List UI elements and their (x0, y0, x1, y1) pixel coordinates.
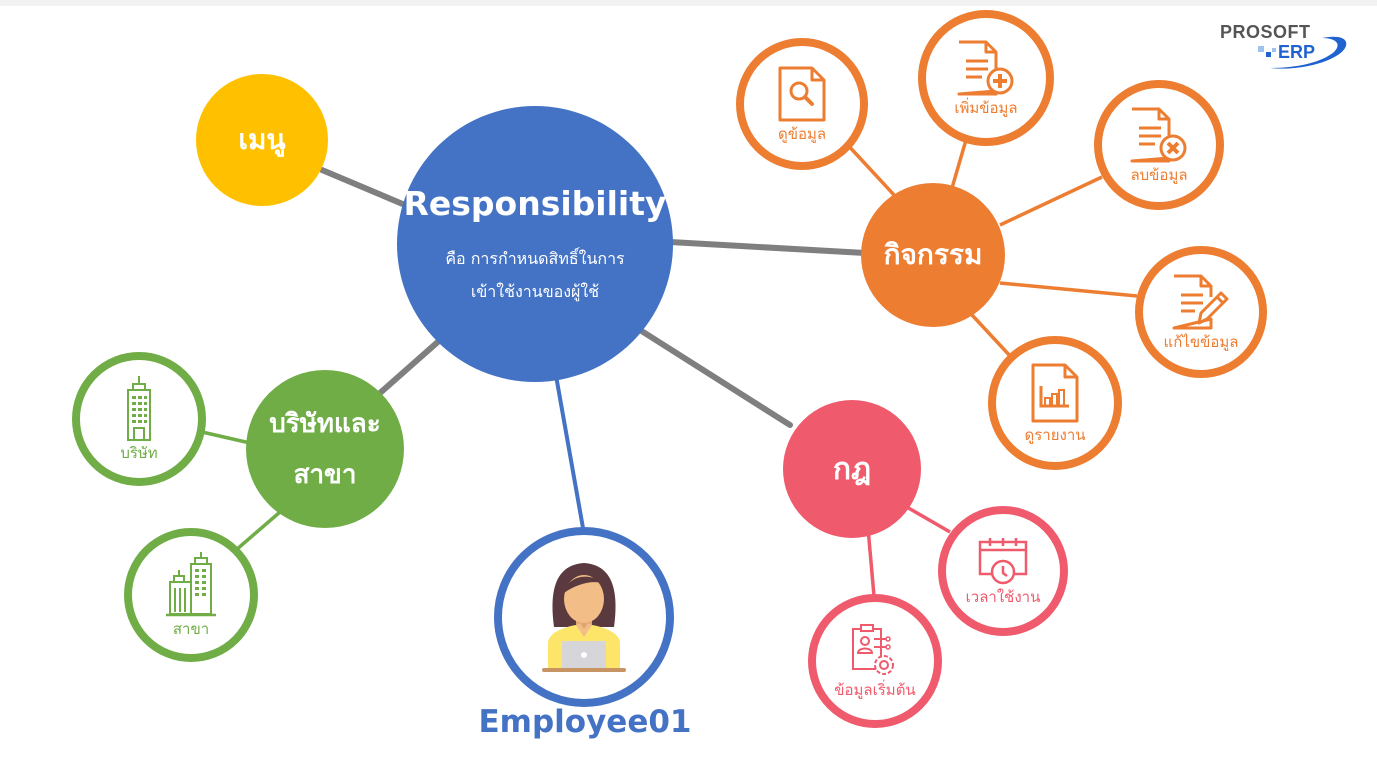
top-strip (0, 0, 1377, 6)
add-data-label: เพิ่มข้อมูล (954, 99, 1018, 117)
buildings-icon (166, 552, 216, 617)
company-label-line1: บริษัทและ (269, 409, 381, 439)
rule-label: กฎ (832, 451, 872, 487)
woman-laptop-icon (542, 563, 626, 672)
company-branch-node[interactable]: บริษัทและ สาขา (246, 370, 404, 528)
center-description-line1: คือ การกำหนดสิทธิ์ในการ (445, 249, 625, 268)
clipboard-gear-icon (852, 624, 894, 675)
menu-node[interactable]: เมนู (196, 74, 328, 206)
calendar-clock-icon (978, 538, 1028, 585)
rule-child-default-data[interactable]: ข้อมูลเริ่มต้น (808, 594, 942, 728)
activity-child-view-data[interactable]: ดูข้อมูล (736, 38, 868, 170)
document-add-icon (957, 40, 1014, 96)
document-search-icon (778, 66, 826, 122)
usage-time-label: เวลาใช้งาน (965, 588, 1041, 606)
company-child-company[interactable]: บริษัท (72, 352, 206, 486)
branch-label: สาขา (172, 620, 210, 638)
default-data-label: ข้อมูลเริ่มต้น (834, 681, 916, 699)
center-node-responsibility[interactable]: Responsibility คือ การกำหนดสิทธิ์ในการ เ… (397, 106, 673, 382)
center-description-line2: เข้าใช้งานของผู้ใช้ (470, 282, 600, 301)
company-child-branch[interactable]: สาขา (124, 528, 258, 662)
document-delete-icon (1130, 107, 1187, 163)
delete-data-label: ลบข้อมูล (1130, 166, 1188, 184)
prosoft-erp-logo: PROSOFT ERP (1218, 22, 1358, 82)
view-report-label: ดูรายงาน (1024, 426, 1086, 444)
rule-child-usage-time[interactable]: เวลาใช้งาน (938, 506, 1068, 636)
employee-node[interactable] (494, 527, 674, 707)
report-chart-icon (1031, 363, 1079, 423)
edit-data-label: แก้ไขข้อมูล (1163, 333, 1239, 351)
logo-text-erp: ERP (1278, 42, 1316, 62)
company-label: บริษัท (120, 444, 158, 462)
logo-swoosh-icon (1258, 36, 1347, 69)
activity-child-add-data[interactable]: เพิ่มข้อมูล (918, 10, 1054, 146)
activity-child-edit-data[interactable]: แก้ไขข้อมูล (1135, 246, 1267, 378)
rule-node[interactable]: กฎ (783, 400, 921, 538)
activity-child-view-report[interactable]: ดูรายงาน (988, 336, 1122, 470)
employee-label: Employee01 (478, 704, 692, 740)
activity-child-delete-data[interactable]: ลบข้อมูล (1094, 80, 1224, 210)
building-icon (127, 376, 151, 441)
menu-label: เมนู (238, 123, 286, 156)
activity-label: กิจกรรม (883, 238, 983, 271)
document-edit-icon (1172, 274, 1229, 330)
activity-node[interactable]: กิจกรรม (861, 183, 1005, 327)
view-data-label: ดูข้อมูล (777, 125, 827, 143)
center-title: Responsibility (403, 184, 667, 223)
company-label-line2: สาขา (293, 460, 357, 490)
logo-text-prosoft: PROSOFT (1220, 22, 1311, 42)
